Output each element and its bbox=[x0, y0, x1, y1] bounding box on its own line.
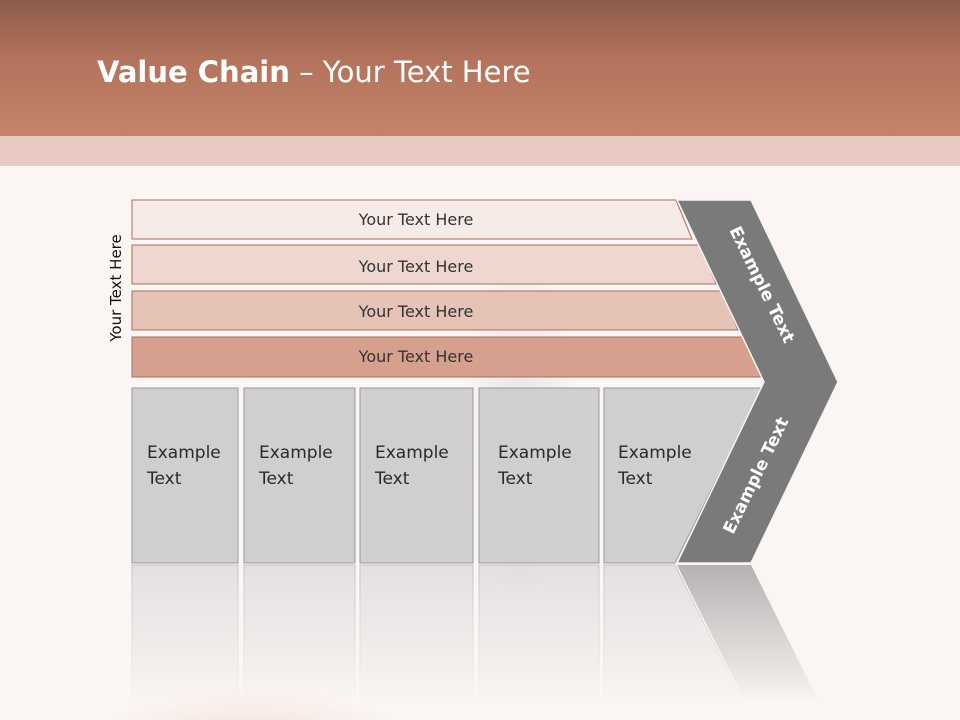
column-5-line1: Example bbox=[618, 443, 692, 463]
column-1-shape bbox=[131, 387, 239, 564]
row-3-label: Your Text Here bbox=[358, 302, 474, 321]
column-3-line2: Text bbox=[375, 469, 410, 489]
row-1-label: Your Text Here bbox=[358, 210, 474, 229]
reflection bbox=[131, 564, 829, 720]
column-3-text: Example Text bbox=[375, 440, 465, 492]
column-1-text: Example Text bbox=[147, 440, 237, 492]
column-1-line2: Text bbox=[147, 469, 182, 489]
column-4-shape bbox=[478, 387, 600, 564]
reflection-cell bbox=[131, 564, 239, 720]
column-5-line2: Text bbox=[618, 469, 653, 489]
column-1-line1: Example bbox=[147, 443, 221, 463]
column-4-text: Example Text bbox=[498, 440, 588, 492]
column-3-line1: Example bbox=[375, 443, 449, 463]
row-2-shape bbox=[131, 244, 717, 285]
margin-chevron bbox=[675, 199, 839, 564]
slide-title: Value Chain – Your Text Here bbox=[97, 55, 531, 89]
column-3-shape bbox=[359, 387, 474, 564]
title-bold: Value Chain bbox=[97, 55, 290, 89]
row-4-label: Your Text Here bbox=[358, 347, 474, 366]
row-2-label: Your Text Here bbox=[358, 257, 474, 276]
column-5-shape bbox=[603, 387, 763, 564]
column-4-line1: Example bbox=[498, 443, 572, 463]
reflection-cell bbox=[478, 564, 600, 720]
header-bar bbox=[0, 0, 960, 136]
column-4-line2: Text bbox=[498, 469, 533, 489]
title-rest: – Your Text Here bbox=[289, 55, 531, 89]
column-2-line1: Example bbox=[259, 443, 333, 463]
reflection-cell bbox=[603, 564, 753, 720]
row-1-shape bbox=[131, 199, 693, 240]
reflection-arrow bbox=[677, 565, 829, 720]
header-band bbox=[0, 136, 960, 166]
column-5-text: Example Text bbox=[618, 440, 708, 492]
column-2-text: Example Text bbox=[259, 440, 349, 492]
reflection-cell bbox=[243, 564, 356, 720]
row-3-shape bbox=[131, 290, 739, 331]
column-2-line2: Text bbox=[259, 469, 294, 489]
column-2-shape bbox=[243, 387, 356, 564]
reflection-cell bbox=[359, 564, 474, 720]
